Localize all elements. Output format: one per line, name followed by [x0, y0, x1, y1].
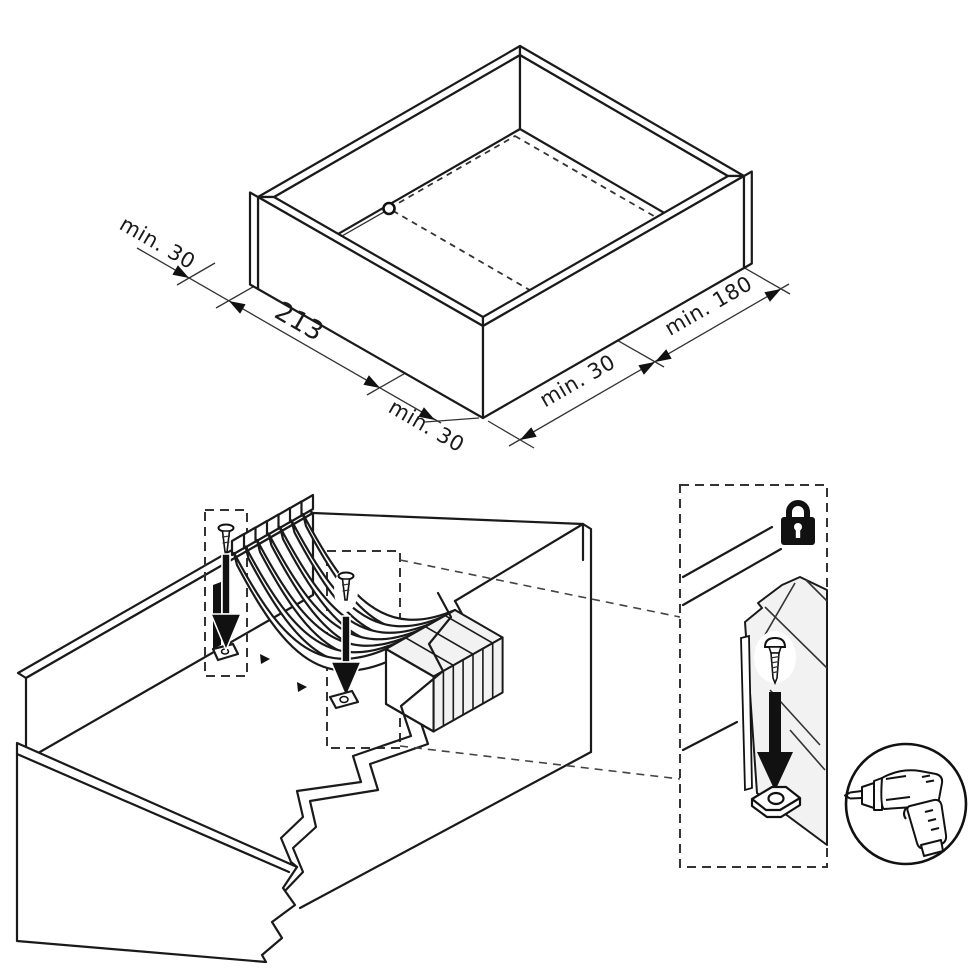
- padlock-icon: [781, 500, 815, 545]
- install-arrow-head: [210, 613, 242, 651]
- organizer-clip: [297, 682, 307, 692]
- mounting-foot-hole: [220, 648, 230, 655]
- detail-panel: [679, 484, 828, 868]
- drawer-floor-edge-line: [681, 720, 739, 752]
- organizer-end-block-ribs-face: [432, 636, 504, 733]
- mounting-foot-hole: [339, 695, 349, 704]
- organizer-rib: [230, 532, 246, 557]
- drill-badge: [844, 742, 968, 866]
- mounting-tab-detail: [750, 785, 802, 819]
- organizer-clip: [260, 654, 270, 664]
- detail-leader-bottom: [399, 745, 681, 780]
- front-panel: [15, 741, 299, 964]
- drawer-installation-view: [15, 493, 681, 964]
- organizer-end-block-rib-lines: [405, 614, 494, 726]
- screw-detail-box-left: [204, 509, 248, 677]
- dim-arrowhead: [172, 265, 189, 278]
- install-arrow-shaft: [769, 692, 781, 752]
- screw-thread: [222, 541, 230, 544]
- screw-thread: [341, 583, 351, 586]
- right-board-outline: [453, 522, 593, 754]
- dim-arrowhead: [418, 407, 435, 420]
- drawer-edge-line: [681, 525, 774, 579]
- drawer-wall-end-grain-right: [742, 170, 753, 270]
- drawer-edge-line: [681, 547, 783, 607]
- install-arrow-head: [757, 752, 793, 791]
- install-arrow-shaft: [341, 615, 351, 663]
- tear-edge-left: [279, 591, 453, 869]
- screw-thread: [342, 589, 350, 592]
- install-arrow-head: [330, 661, 362, 698]
- dim-arrowhead: [363, 375, 380, 388]
- extension-line: [487, 420, 535, 449]
- install-arrow-shaft: [221, 553, 231, 615]
- screw-hole-marker: [382, 201, 396, 216]
- floor-front-edge: [298, 750, 593, 910]
- screw-and-arrow-right: [328, 568, 362, 710]
- cordless-drill-icon: [844, 769, 948, 857]
- screw-detail: [763, 636, 787, 686]
- dim-arrowhead: [229, 301, 246, 314]
- dim-back-offset-label: min. 30: [115, 212, 199, 274]
- dim-front-offset-label: min. 30: [384, 395, 468, 457]
- organizer-slot-bar: [740, 634, 753, 792]
- back-wall-top-edge: [311, 511, 585, 526]
- screw-and-arrow-left: [210, 523, 242, 651]
- organizer-side-panel-detail: [740, 576, 828, 846]
- plate-organizer: [211, 493, 504, 733]
- screw-thread: [221, 535, 231, 538]
- front-panel-thickness-line: [15, 752, 291, 874]
- detail-leader-top: [399, 559, 681, 618]
- front-panel-face: [15, 741, 299, 964]
- dim-arrowhead: [655, 349, 672, 362]
- dim-arrowhead: [520, 427, 537, 440]
- drawer-wall-end-grain-left: [248, 191, 260, 291]
- dim-arrowhead: [638, 362, 655, 375]
- extension-line: [176, 262, 216, 286]
- extension-line: [424, 417, 480, 423]
- mounting-tab-hole: [767, 791, 785, 806]
- side-wall-inner-face: [24, 511, 315, 762]
- dim-arrowhead: [764, 289, 781, 302]
- drawer-top-view: min. 30 213 min. 30 min. 30 min. 180: [115, 44, 791, 457]
